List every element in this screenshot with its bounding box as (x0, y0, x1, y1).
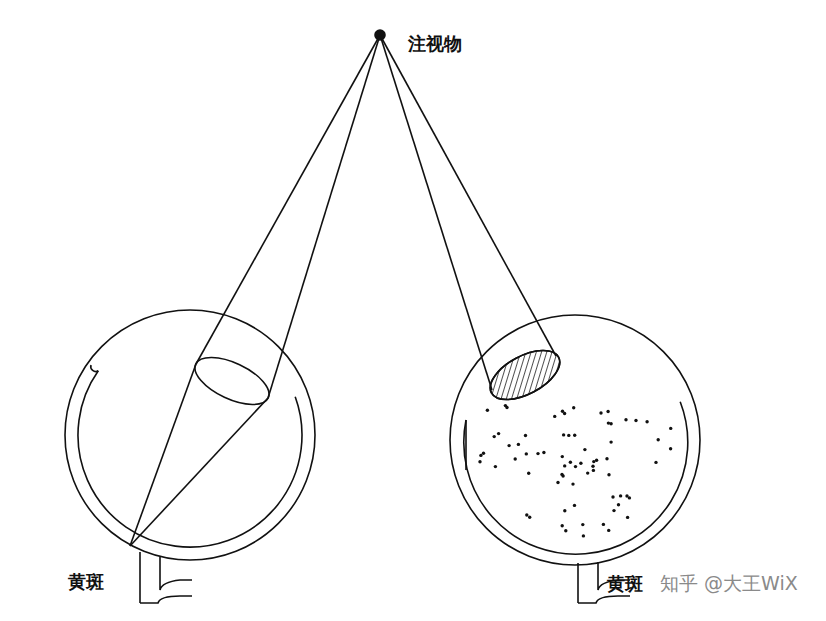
light-dot (561, 455, 564, 458)
light-dot (542, 451, 545, 454)
light-dot (669, 447, 672, 450)
light-dot (494, 465, 497, 468)
light-dot (607, 473, 610, 476)
light-dot (564, 529, 567, 532)
light-dot (579, 462, 582, 465)
light-dot (524, 434, 527, 437)
light-dot (574, 465, 577, 468)
light-dot (619, 494, 622, 497)
light-dot (607, 529, 610, 532)
light-dot (573, 504, 576, 507)
light-dot (507, 444, 510, 447)
light-dot (525, 452, 528, 455)
light-dot (553, 415, 556, 418)
light-dot (602, 523, 605, 526)
light-dot (486, 409, 489, 412)
light-dot (582, 534, 585, 537)
light-dot (617, 503, 620, 506)
light-dot (624, 418, 627, 421)
light-dot (612, 509, 615, 512)
light-dot (563, 464, 566, 467)
light-dot (561, 524, 564, 527)
light-dot (654, 461, 657, 464)
light-dot (595, 459, 598, 462)
light-dot (669, 427, 672, 430)
light-dot (625, 494, 628, 497)
light-dot (479, 454, 482, 457)
light-dot (583, 448, 586, 451)
light-dot (592, 469, 595, 472)
light-dot (634, 419, 637, 422)
light-dot (562, 433, 565, 436)
light-dot (560, 473, 563, 476)
light-dot (605, 457, 608, 460)
light-dot (571, 482, 574, 485)
light-dot (525, 513, 528, 516)
light-dot (573, 434, 576, 437)
light-dot (611, 495, 614, 498)
light-dot (626, 516, 629, 519)
light-dot (497, 432, 500, 435)
light-dot (581, 523, 584, 526)
light-dot (599, 411, 602, 414)
light-dot (517, 443, 520, 446)
light-dot (514, 457, 517, 460)
light-dot (609, 440, 612, 443)
light-dot (567, 434, 570, 437)
watermark: 知乎 @大王WiX (660, 573, 798, 594)
light-dot (607, 421, 610, 424)
macula-label: 黄斑 (607, 574, 643, 594)
light-dot (536, 452, 539, 455)
light-dot (493, 435, 496, 438)
light-dot (561, 410, 564, 413)
light-dot (504, 404, 507, 407)
light-dot (527, 472, 530, 475)
light-dot (657, 438, 660, 441)
light-dot (645, 420, 648, 423)
light-dot (563, 509, 566, 512)
macula-label: 黄斑 (68, 572, 104, 592)
light-dot (528, 516, 531, 519)
light-dot (591, 465, 594, 468)
light-dot (586, 471, 589, 474)
object-label: 注视物 (408, 34, 462, 54)
light-dot (569, 461, 572, 464)
light-dot (572, 406, 575, 409)
light-dot (606, 410, 609, 413)
light-dot (478, 460, 481, 463)
light-dot (556, 481, 559, 484)
